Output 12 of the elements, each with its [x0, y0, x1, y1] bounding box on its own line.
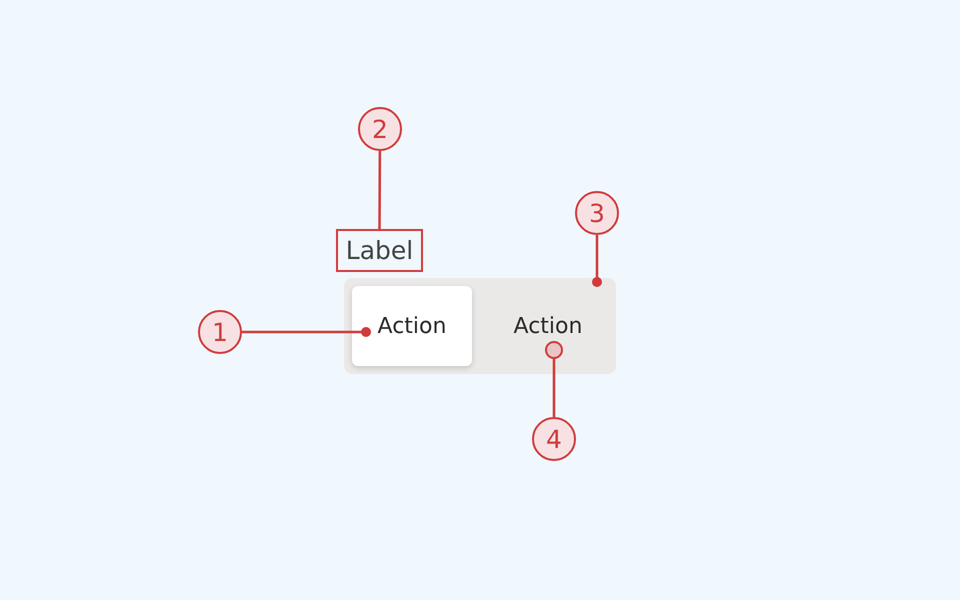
leader-line: [378, 151, 382, 229]
segmented-control-track: [344, 278, 616, 374]
leader-line: [545, 341, 563, 417]
leader-line: [592, 235, 602, 287]
segment-option: Action: [484, 286, 612, 366]
callout-number: 4: [532, 417, 576, 461]
callout-number: 2: [358, 107, 402, 151]
selected-segment: Action: [352, 286, 472, 366]
leader-line: [242, 327, 371, 337]
field-label: Label: [336, 229, 423, 272]
callout-number: 1: [198, 310, 242, 354]
callout-number: 3: [575, 191, 619, 235]
